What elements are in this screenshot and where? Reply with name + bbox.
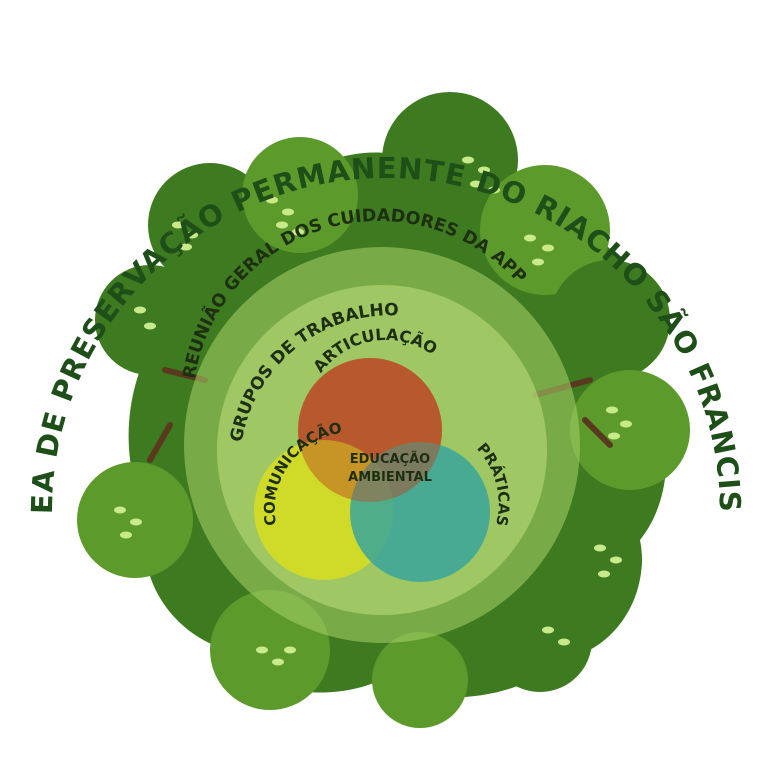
leaf-highlights <box>114 156 632 666</box>
leaf-cluster <box>480 165 610 295</box>
venn-circle-right <box>350 442 490 582</box>
leaf-cluster <box>148 163 272 287</box>
venn-center-label-line2: AMBIENTAL <box>348 470 432 485</box>
venn-circle-top-overlay <box>298 358 442 502</box>
leaf-cluster <box>382 92 518 228</box>
leaf-cluster <box>550 260 670 380</box>
leaf-cluster <box>570 370 690 490</box>
branch <box>147 367 613 463</box>
venn-center-label-line1: EDUCAÇÃO <box>350 451 430 467</box>
leaf-cluster <box>488 588 592 692</box>
leaf-cluster <box>95 265 205 375</box>
leaf-cluster <box>242 137 358 253</box>
leaf-cluster <box>372 632 468 728</box>
